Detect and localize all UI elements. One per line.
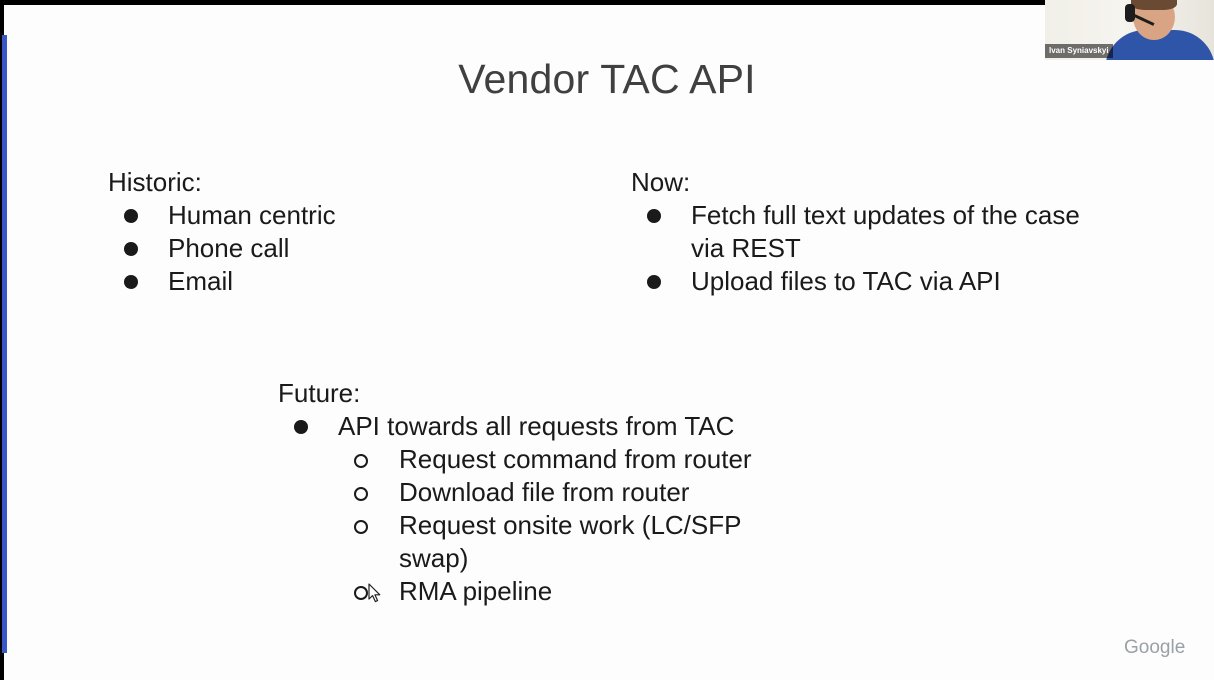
- now-heading: Now:: [631, 167, 691, 197]
- hollow-circle-bullet-icon: [354, 520, 368, 534]
- participant-video-tile[interactable]: Ivan Syniavskyi: [1045, 0, 1214, 60]
- filled-circle-bullet-icon: [647, 275, 661, 289]
- future-subitem: Request command from router: [278, 443, 838, 476]
- hollow-circle-bullet-icon: [354, 454, 368, 468]
- filled-circle-bullet-icon: [294, 420, 308, 434]
- future-heading: Future:: [278, 378, 361, 408]
- future-subitem: Download file from router: [278, 476, 838, 509]
- historic-item-text: Phone call: [168, 233, 290, 263]
- historic-item: Phone call: [108, 232, 336, 265]
- historic-item-text: Email: [168, 266, 234, 296]
- headset-icon: [1125, 4, 1135, 22]
- filled-circle-bullet-icon: [124, 242, 138, 256]
- future-subitem-text: RMA pipeline: [399, 576, 553, 606]
- future-section: Future: API towards all requests from TA…: [278, 377, 838, 608]
- slide-left-accent-bar: [2, 35, 7, 653]
- historic-section: Historic: Human centric Phone call Email: [108, 166, 336, 298]
- participant-hair: [1131, 0, 1177, 10]
- filled-circle-bullet-icon: [647, 209, 661, 223]
- mouse-pointer-icon: [368, 583, 381, 603]
- historic-item-text: Human centric: [168, 200, 336, 230]
- participant-name-label: Ivan Syniavskyi: [1045, 44, 1113, 58]
- hollow-circle-bullet-icon: [354, 487, 368, 501]
- slide-canvas: [4, 5, 1214, 680]
- google-branding-logo: Google: [1124, 637, 1186, 658]
- historic-item: Email: [108, 265, 336, 298]
- future-subitem-text: Request command from router: [399, 444, 752, 474]
- future-subitem-text: Download file from router: [399, 477, 690, 507]
- now-section: Now: Fetch full text updates of the case…: [631, 166, 1151, 298]
- filled-circle-bullet-icon: [124, 209, 138, 223]
- future-subitem: Request onsite work (LC/SFP swap): [278, 509, 779, 575]
- hollow-circle-bullet-icon: [354, 586, 368, 600]
- filled-circle-bullet-icon: [124, 275, 138, 289]
- now-item: Fetch full text updates of the case via …: [631, 199, 1111, 265]
- historic-item: Human centric: [108, 199, 336, 232]
- historic-heading: Historic:: [108, 167, 202, 197]
- future-item: API towards all requests from TAC: [278, 410, 838, 443]
- now-item-text: Upload files to TAC via API: [691, 266, 1001, 296]
- now-item: Upload files to TAC via API: [631, 265, 1151, 298]
- now-item-text: Fetch full text updates of the case via …: [691, 200, 1080, 263]
- future-subitem-text: Request onsite work (LC/SFP swap): [399, 510, 741, 573]
- future-subitem: RMA pipeline: [278, 575, 838, 608]
- future-item-text: API towards all requests from TAC: [338, 411, 735, 441]
- slide-title: Vendor TAC API: [458, 56, 756, 102]
